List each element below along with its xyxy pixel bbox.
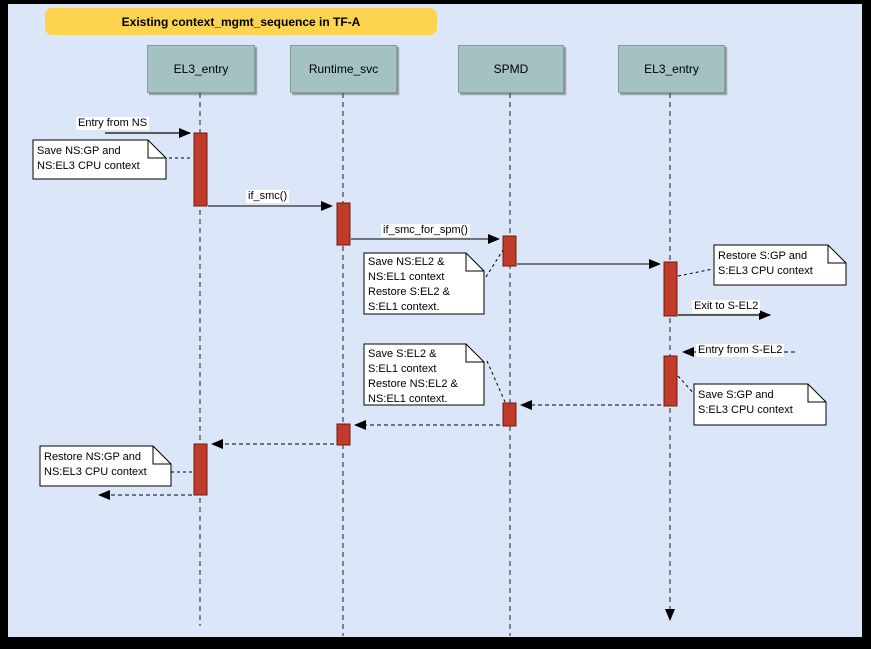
- message-label-entry-from-s-el2: Entry from S-EL2: [696, 344, 785, 357]
- note-fold-icon: [152, 446, 171, 465]
- note-shape-restore-ns-gp: [39, 445, 172, 487]
- message-label-entry-from-ns: Entry from NS: [76, 117, 150, 130]
- activation-el3-entry-1-b: [193, 443, 208, 496]
- note-save-ns-el2: Save NS:EL2 & NS:EL1 context Restore S:E…: [368, 256, 450, 313]
- connector-note-restore-s-gp: [677, 268, 714, 277]
- activation-runtime-svc-a: [336, 202, 351, 246]
- activation-el3-entry-1-a: [193, 132, 208, 207]
- activation-el3-entry-2-b: [663, 355, 678, 407]
- note-fold-icon: [807, 384, 826, 403]
- lifeline-header-el3-entry-2: EL3_entry: [618, 45, 725, 93]
- note-shape-save-s-gp: [693, 383, 827, 426]
- lifeline-label: EL3_entry: [173, 62, 229, 76]
- note-fold-icon: [465, 344, 484, 363]
- note-shape-save-ns-el2: [363, 252, 485, 315]
- lifeline-label: SPMD: [493, 62, 529, 76]
- note-save-s-el2: Save S:EL2 & S:EL1 context Restore NS:EL…: [368, 348, 458, 405]
- lifeline-header-spmd: SPMD: [458, 45, 564, 93]
- message-label-if-smc-for-spm: if_smc_for_spm(): [381, 224, 470, 237]
- note-shape-save-ns-gp: [32, 139, 167, 180]
- diagram-background: [8, 4, 862, 637]
- lifeline-label: Runtime_svc: [308, 62, 379, 76]
- note-fold-icon: [465, 253, 484, 272]
- lifeline-header-runtime-svc: Runtime_svc: [290, 45, 397, 93]
- activation-el3-entry-2-a: [663, 261, 678, 317]
- note-shape-save-s-el2: [363, 343, 485, 406]
- note-fold-icon: [827, 245, 846, 264]
- lifeline-label: EL3_entry: [644, 62, 699, 76]
- message-label-exit-to-s-el2: Exit to S-EL2: [692, 300, 761, 313]
- connector-note-save-ns-el2: [485, 249, 504, 278]
- note-save-s-gp: Save S:GP and S:EL3 CPU context: [698, 389, 793, 416]
- connector-note-save-s-el2: [486, 360, 506, 403]
- message-label-if-smc: if_smc(): [246, 190, 290, 203]
- diagram-title: Existing context_mgmt_sequence in TF-A: [45, 8, 437, 35]
- note-restore-ns-gp: Restore NS:GP and NS:EL3 CPU context: [44, 451, 147, 478]
- lifeline-header-el3-entry-1: EL3_entry: [147, 45, 255, 93]
- note-restore-s-gp: Restore S:GP and S:EL3 CPU context: [718, 250, 813, 277]
- note-shape-restore-s-gp: [713, 244, 847, 286]
- activation-spmd-a: [502, 235, 517, 267]
- activation-runtime-svc-b: [336, 423, 351, 446]
- note-fold-icon: [147, 140, 166, 159]
- connector-note-save-s-gp: [677, 375, 697, 397]
- note-save-ns-gp: Save NS:GP and NS:EL3 CPU context: [37, 145, 140, 172]
- activation-spmd-b: [502, 402, 517, 427]
